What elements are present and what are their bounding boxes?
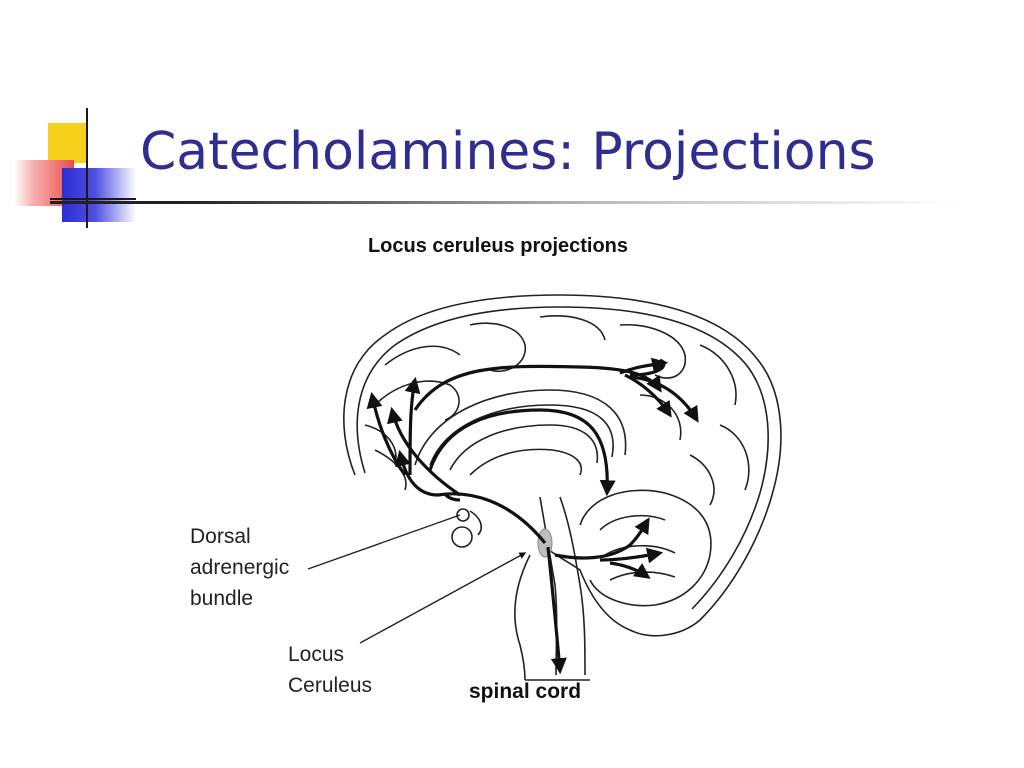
label-spinal-cord: spinal cord <box>469 680 582 703</box>
label-dorsal-adrenergic-bundle: Dorsal adrenergic bundle <box>190 521 289 614</box>
label-locus-line1: Locus <box>288 643 345 666</box>
label-dorsal-line2: adrenergic <box>190 556 290 579</box>
projection-pathways <box>366 357 699 675</box>
brain-outline <box>343 294 782 681</box>
decor-blue-bar <box>62 168 136 222</box>
slide-title: Catecholamines: Projections <box>140 122 876 182</box>
title-underline <box>50 201 960 204</box>
label-dorsal-line1: Dorsal <box>190 525 251 548</box>
decor-yellow-square <box>48 123 88 163</box>
label-locus-ceruleus: Locus Ceruleus <box>288 639 372 701</box>
callout-lines <box>307 514 527 644</box>
decor-horizontal-line <box>50 198 136 200</box>
decor-vertical-line <box>86 108 88 228</box>
brain-illustration <box>307 294 782 681</box>
label-dorsal-line3: bundle <box>190 587 254 610</box>
brain-diagram: Locus ceruleus projections <box>160 225 920 725</box>
figure-title: Locus ceruleus projections <box>367 235 629 257</box>
label-locus-line2: Ceruleus <box>288 674 373 697</box>
